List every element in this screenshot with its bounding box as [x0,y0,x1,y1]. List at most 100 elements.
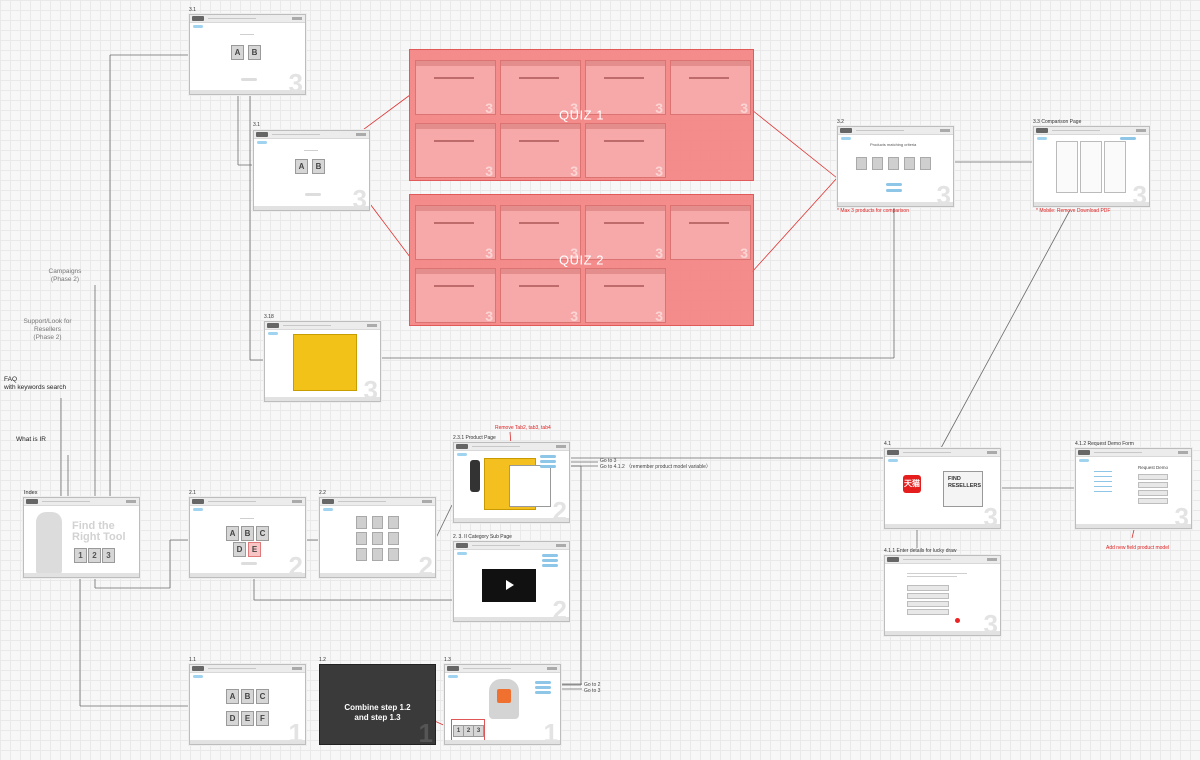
quiz2-screen-2: 3 [500,205,581,261]
card-b[interactable]: B [241,526,254,541]
step-number: 3 [1132,180,1147,207]
find-resellers-box[interactable]: FIND RESELLERS [943,471,983,507]
step-number: 3 [983,609,998,636]
quiz1-screen-6: 3 [500,123,581,179]
step-number: 3 [936,180,951,207]
quiz2-screen-1: 3 [415,205,496,261]
screen-2-3-1[interactable]: 2 [453,442,570,523]
quiz1-screen-7: 3 [585,123,666,179]
quiz-1-label: QUIZ 1 [559,107,604,123]
screen-3-18[interactable]: 3 [264,321,381,402]
quiz2-screen-3: 3 [585,205,666,261]
label-support: Support/Look for Resellers (Phase 2) [23,318,72,342]
step-number: 3 [363,375,378,402]
quiz-2-label: QUIZ 2 [559,252,604,268]
screen-4-1[interactable]: 天猫 FIND RESELLERS 3 [884,448,1001,529]
screen-4-1-2[interactable]: Request Demo 3 [1075,448,1192,529]
screen-3-3[interactable]: 3 [1033,126,1150,207]
step-number: 3 [288,68,303,95]
screen-3-1a[interactable]: A B 3 [189,14,306,95]
card-a[interactable]: A [295,159,308,174]
screen-1-1-id: 1.1 [189,657,196,663]
screen-2-3-2-id: 2. 3. II Category Sub Page [453,534,512,540]
screen-3-2[interactable]: Products matching criteria 3 [837,126,954,207]
screen-1-2[interactable]: Combine step 1.2 and step 1.3 1 [319,664,436,748]
note-goto-4-1-2: Go to 4.1.2 （remember product model vari… [600,464,711,470]
card-a[interactable]: A [226,689,239,704]
note-mobile-pdf: * Mobile: Remove Download PDF [1036,208,1111,214]
label-campaigns: Campaigns (Phase 2) [48,268,82,284]
quiz1-screen-3: 3 [585,60,666,116]
screen-4-1-id: 4.1 [884,441,891,447]
card-b[interactable]: B [241,689,254,704]
step-2-button[interactable]: 2 [88,548,101,563]
quiz2-screen-7: 3 [585,268,666,324]
screen-1-2-id: 1.2 [319,657,326,663]
card-a[interactable]: A [226,526,239,541]
step-3-button[interactable]: 3 [102,548,115,563]
card-b[interactable]: B [312,159,325,174]
quiz2-screen-6: 3 [500,268,581,324]
label-index: Index [24,490,38,496]
card-b[interactable]: B [248,45,261,60]
screen-4-1-1-id: 4.1.1 Enter details for lucky draw [884,548,957,554]
note-remove-tabs: Remove Tab2, tab3, tab4 [495,425,551,431]
screen-1-3[interactable]: 1 2 3 1 [444,664,561,745]
request-demo-heading: Request Demo [1138,465,1169,470]
screen-index[interactable]: Find the Right Tool 1 2 3 [23,497,140,578]
card-c[interactable]: C [256,526,269,541]
screen-2-1[interactable]: A B C D E 2 [189,497,306,578]
note-goto-2: Go to 2 [584,682,601,688]
card-d[interactable]: D [226,711,239,726]
step-number: 1 [543,718,558,745]
screen-3-3-id: 3.3 Comparison Page [1033,119,1082,125]
step-number: 3 [352,184,367,211]
screen-1-1[interactable]: A B C D E F 1 [189,664,306,745]
step-1-button[interactable]: 1 [74,548,87,563]
tmall-logo[interactable]: 天猫 [903,475,921,493]
card-e[interactable]: E [248,542,261,557]
card-a[interactable]: A [231,45,244,60]
product-matrix [293,334,357,391]
quiz-2-region: 3 3 3 3 3 3 3 QUIZ 2 [409,194,754,326]
screen-1-3-id: 1.3 [444,657,451,663]
matching-heading: Products matching criteria [870,142,917,147]
screen-3-2-id: 3.2 [837,119,844,125]
card-c[interactable]: C [256,689,269,704]
screen-3-1b[interactable]: A B 3 [253,130,370,211]
screen-2-3-1-id: 2.3.1 Product Page [453,435,496,441]
quiz1-screen-5: 3 [415,123,496,179]
play-icon[interactable] [506,580,514,590]
note-max-products: * Max 3 products for comparison [837,208,909,214]
quiz1-screen-4: 3 [670,60,751,116]
index-title-line2: Right Tool [72,531,126,543]
label-what-is-ir: What is IR [16,436,46,443]
step-number: 2 [552,496,567,523]
screen-3-18-id: 3.18 [264,314,274,320]
screen-2-3-2[interactable]: 2 [453,541,570,622]
screen-2-2[interactable]: 2 [319,497,436,578]
note-add-field: Add new field product model [1106,545,1170,551]
label-faq: FAQ with keywords search [4,376,67,392]
screen-3-1b-id: 3.1 [253,122,260,128]
screen-2-2-id: 2.2 [319,490,326,496]
quiz1-screen-2: 3 [500,60,581,116]
quiz-1-region: 3 3 3 3 3 3 3 QUIZ 1 [409,49,754,181]
card-e[interactable]: E [241,711,254,726]
quiz2-screen-5: 3 [415,268,496,324]
card-d[interactable]: D [233,542,246,557]
index-title-line1: Find the [72,520,115,532]
step-number: 2 [288,551,303,578]
screen-4-1-1[interactable]: 3 [884,555,1001,636]
video-player[interactable] [482,569,536,602]
screen-2-1-id: 2.1 [189,490,196,496]
step-3-button[interactable]: 3 [473,725,484,737]
step-number: 1 [288,718,303,745]
step-number: 2 [418,551,433,578]
screen-3-1a-id: 3.1 [189,7,196,13]
step-number: 1 [418,718,433,748]
step-number: 3 [983,502,998,529]
card-f[interactable]: F [256,711,269,726]
quiz2-screen-4: 3 [670,205,751,261]
combine-note: Combine step 1.2 and step 1.3 [344,703,411,722]
